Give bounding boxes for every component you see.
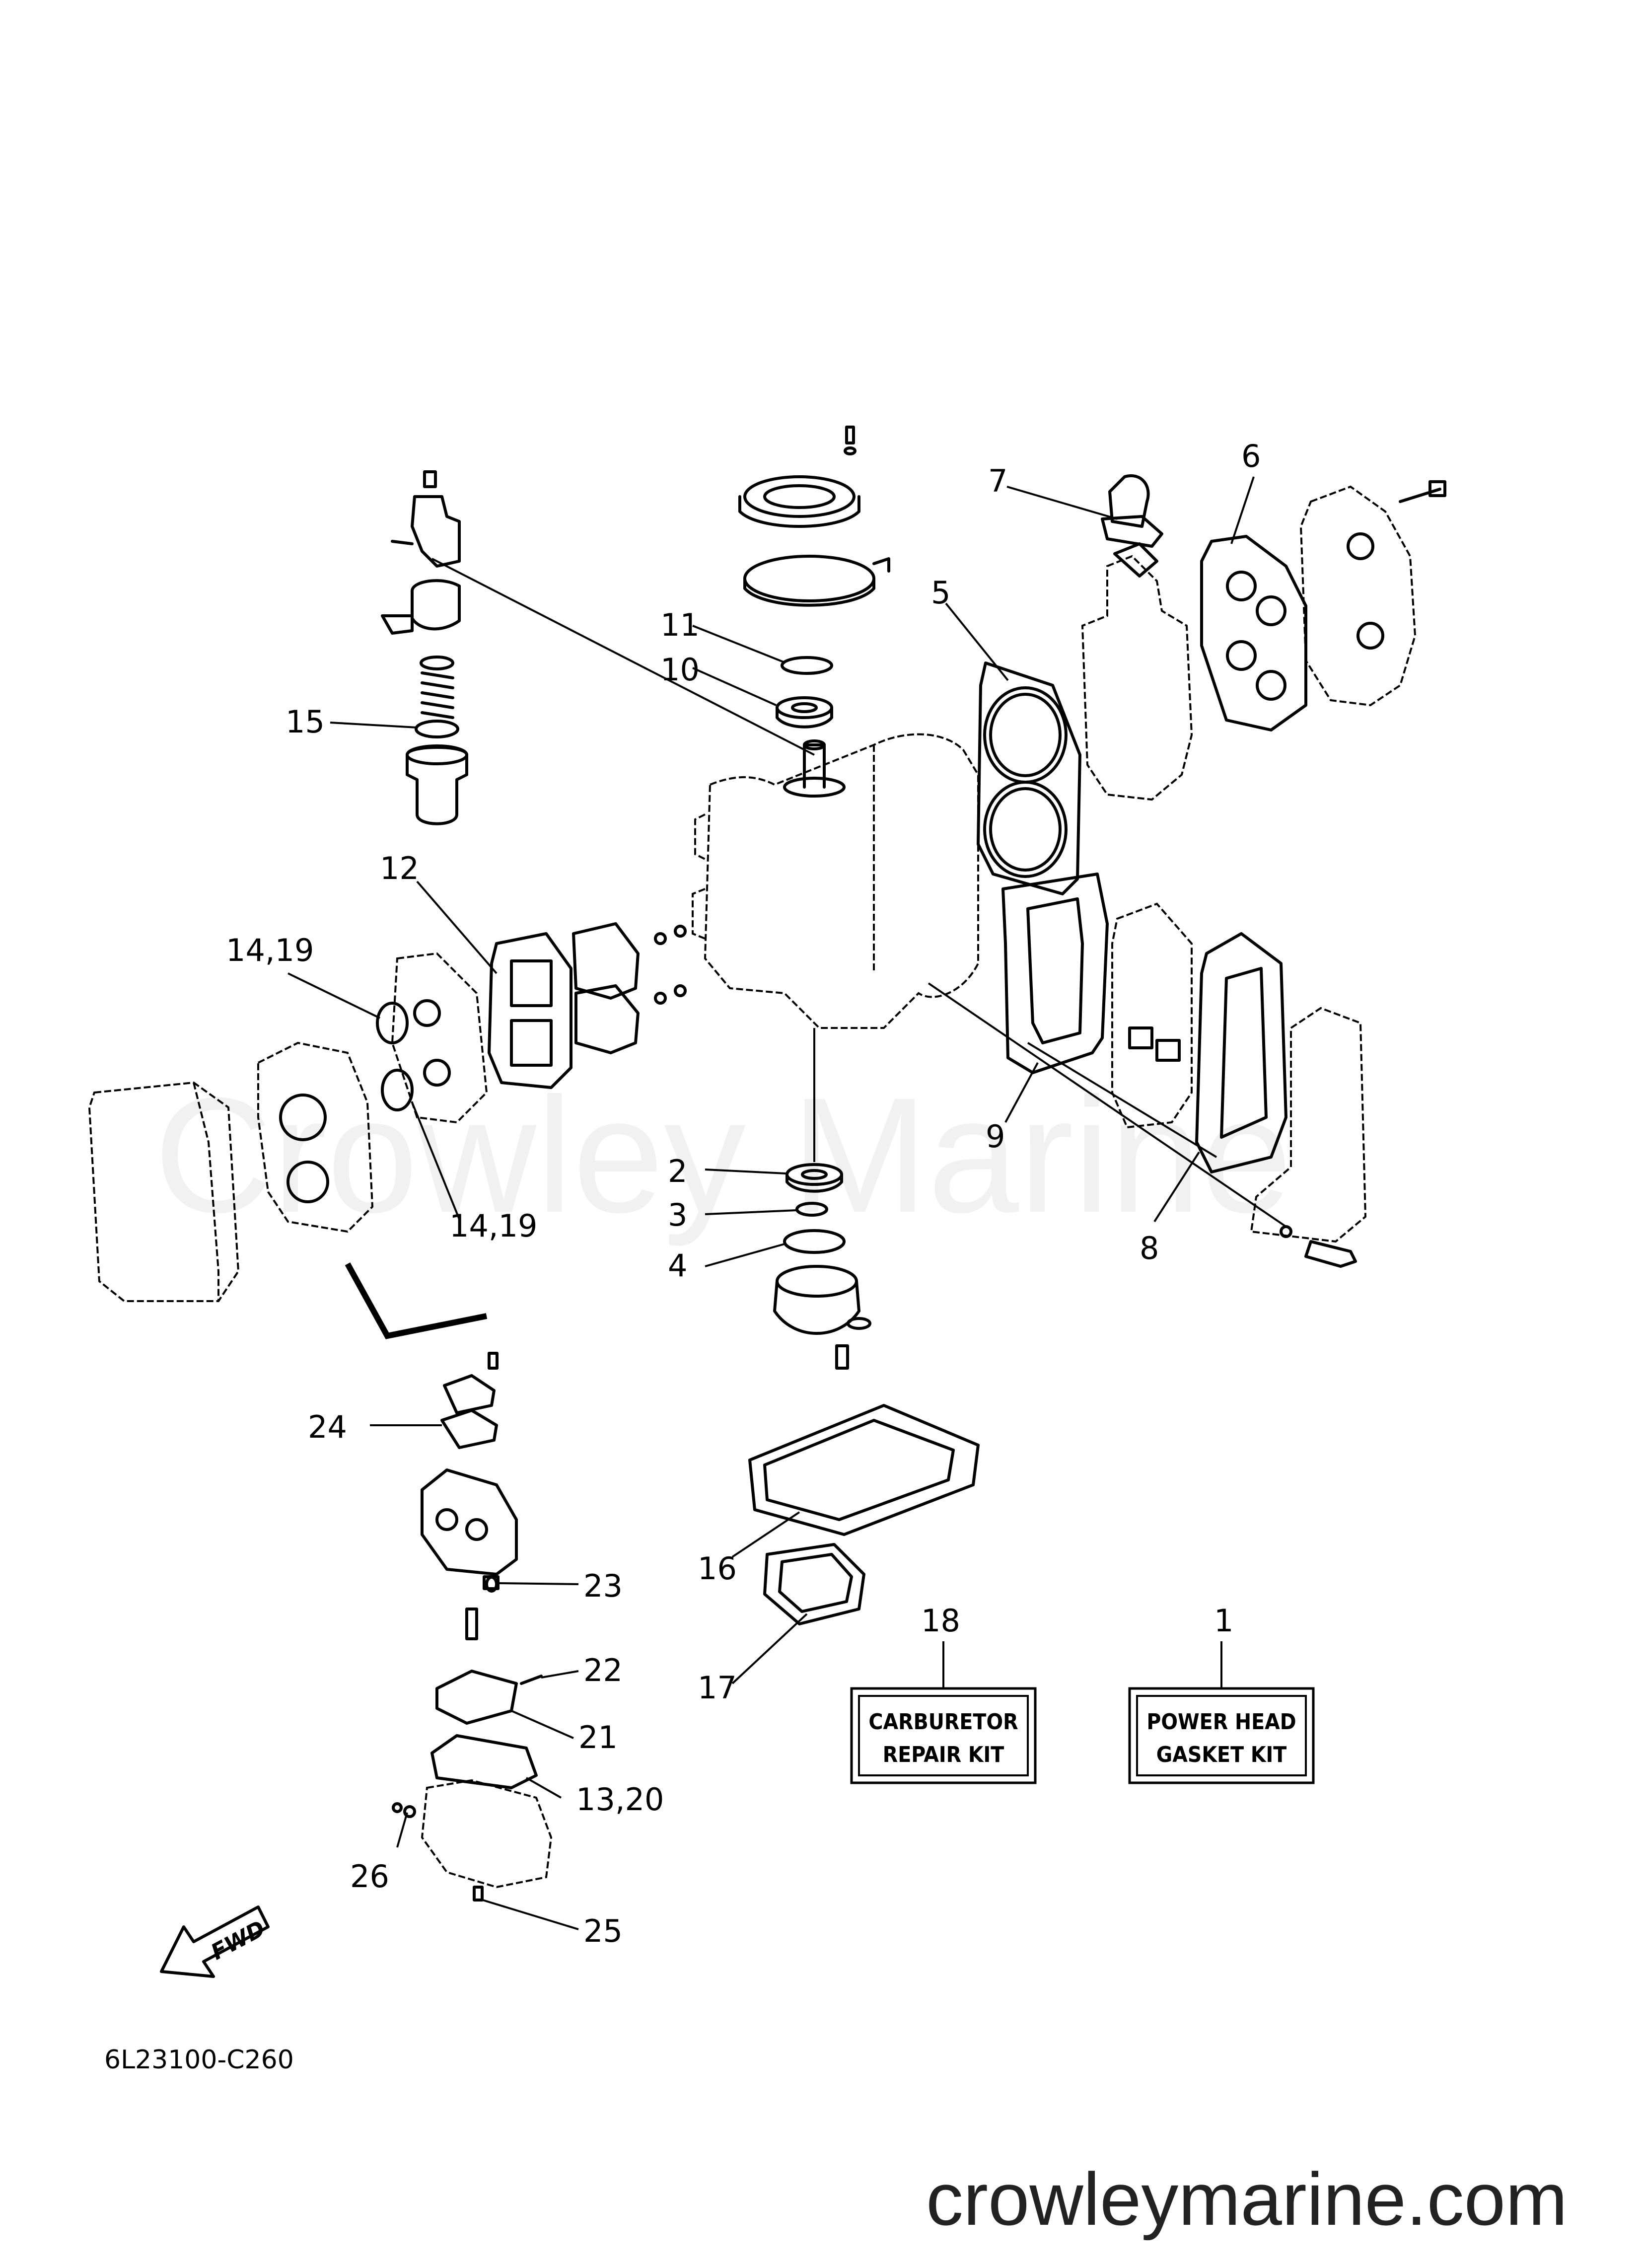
power-head-kit-line1: POWER HEAD xyxy=(1146,1709,1296,1735)
crank-bottom-parts xyxy=(773,1163,871,1370)
exhaust-outer-gasket xyxy=(1195,932,1287,1173)
fwd-arrow-icon: FWD xyxy=(160,1905,270,1978)
carburetor-kit-line1: CARBURETOR xyxy=(868,1709,1018,1735)
site-url: crowleymarine.com xyxy=(926,2157,1568,2241)
upper-case-gasket xyxy=(763,1543,865,1625)
carburetor-kit-line2: REPAIR KIT xyxy=(883,1742,1004,1767)
callout-21: 21 xyxy=(578,1719,618,1756)
callout-25: 25 xyxy=(583,1913,623,1949)
callout-10: 10 xyxy=(660,652,700,688)
callout-6: 6 xyxy=(1241,438,1261,474)
reed-valve-assembly xyxy=(572,922,687,1054)
power-head-kit-line2: GASKET KIT xyxy=(1156,1742,1287,1767)
crank-top-parts xyxy=(738,426,890,729)
air-silencer xyxy=(88,1081,240,1302)
callout-labels: 1 2 3 4 5 6 7 8 9 10 11 12 14,19 14,19 1… xyxy=(226,438,1261,1949)
callout-15: 15 xyxy=(286,704,325,740)
callout-3: 3 xyxy=(668,1197,687,1233)
callout-8: 8 xyxy=(1140,1230,1159,1266)
callout-12: 12 xyxy=(380,850,419,886)
callout-22: 22 xyxy=(583,1652,623,1688)
callout-14-19-bottom: 14,19 xyxy=(449,1208,538,1244)
callout-2: 2 xyxy=(668,1153,687,1189)
o-rings-14-19 xyxy=(376,1002,414,1111)
exhaust-inner-cover xyxy=(1111,902,1193,1129)
carburetor-body xyxy=(257,1041,374,1233)
carburetor-repair-kit-box: CARBURETOR REPAIR KIT xyxy=(850,1687,1037,1784)
cylinder-head xyxy=(1081,474,1193,801)
intake-gasket xyxy=(488,932,572,1089)
callout-11: 11 xyxy=(660,607,700,643)
cylinder-head-gasket xyxy=(977,661,1081,895)
head-cover xyxy=(1299,480,1446,707)
watermark-text: Crowley Marine xyxy=(154,1063,1292,1247)
carb-group-bracket xyxy=(345,1262,488,1339)
callout-26: 26 xyxy=(350,1858,389,1895)
callout-17: 17 xyxy=(698,1670,737,1706)
head-cover-gasket xyxy=(1200,535,1307,732)
callout-7: 7 xyxy=(988,463,1007,499)
callout-1: 1 xyxy=(1214,1603,1233,1639)
callout-9: 9 xyxy=(986,1118,1005,1155)
fwd-label: FWD xyxy=(207,1916,270,1965)
diagram-code: 6L23100-C260 xyxy=(104,2045,294,2075)
callout-18: 18 xyxy=(921,1603,960,1639)
callout-23: 23 xyxy=(583,1568,623,1604)
leader-lines xyxy=(287,476,1287,1930)
fuel-pump-assembly xyxy=(381,470,468,825)
engine-block xyxy=(692,733,979,1029)
carburetor-exploded xyxy=(392,1352,553,1902)
callout-16: 16 xyxy=(698,1550,737,1587)
exhaust-inner-gasket xyxy=(1001,873,1109,1074)
callout-13-20: 13,20 xyxy=(576,1781,664,1818)
callout-14-19-top: 14,19 xyxy=(226,932,314,968)
lower-case-gasket xyxy=(748,1404,980,1536)
intake-manifold xyxy=(391,952,488,1124)
callout-24: 24 xyxy=(308,1409,347,1445)
power-head-gasket-kit-box: POWER HEAD GASKET KIT xyxy=(1128,1687,1315,1784)
callout-4: 4 xyxy=(668,1247,687,1284)
callout-5: 5 xyxy=(931,575,950,611)
